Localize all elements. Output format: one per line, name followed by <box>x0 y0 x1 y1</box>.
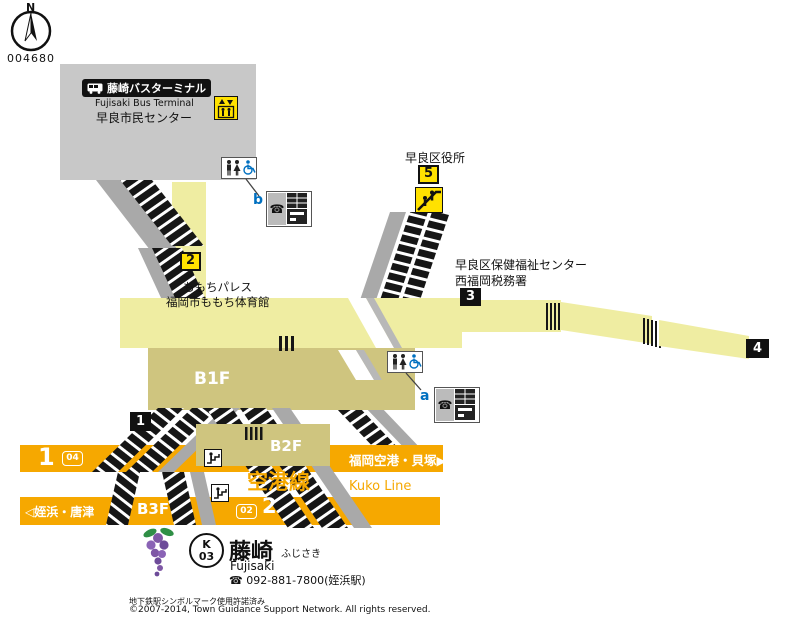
station-phone: ☎ 092-881-7800(姪浜駅) <box>229 574 366 587</box>
exit-1-badge: 1 <box>130 412 151 431</box>
concourse-b1f <box>120 298 749 410</box>
bus-terminal-label: 藤崎バスターミナル <box>82 79 211 97</box>
accessible-toilet-icon-a <box>387 351 423 373</box>
station-number: 03 <box>198 550 215 563</box>
callout-letter-a: a <box>420 388 430 404</box>
door-badge-02: 02 <box>236 504 257 519</box>
stairs-pictogram <box>204 449 222 467</box>
floor-label-b3f: B3F <box>137 500 170 518</box>
bus-icon <box>87 83 103 94</box>
compass-icon <box>10 10 52 52</box>
floor-label-b1f: B1F <box>194 369 231 389</box>
elevator-icon <box>214 96 238 120</box>
exit-5-badge: 5 <box>418 165 439 184</box>
station-name-kana: ふじさき <box>281 549 321 560</box>
floor-label-b2f: B2F <box>270 437 303 455</box>
accessible-toilet-icon-b <box>221 157 257 179</box>
stairs-pictogram <box>211 484 229 502</box>
ticket-machine-icon <box>455 405 475 420</box>
stairs-exit5 <box>360 212 450 300</box>
welfare-center-label: 早良区保健福祉センター <box>455 258 588 272</box>
platform-2-direction-label: ◁姪浜・唐津 <box>25 505 95 519</box>
station-name-en: Fujisaki <box>230 559 275 573</box>
line-name-jp: 空港線 <box>247 470 310 494</box>
phone-icon: ☎ <box>436 389 454 421</box>
momochi-gym-label: 福岡市ももち体育館 <box>166 295 270 309</box>
exit-2-badge: 2 <box>180 252 201 271</box>
exit-3-badge: 3 <box>460 288 481 306</box>
station-number-badge: K 03 <box>189 533 224 568</box>
map-code: 004680 <box>7 52 55 65</box>
platform-2-number: 2 <box>262 494 277 518</box>
escalator-icon <box>415 187 443 213</box>
door-badge-04: 04 <box>62 451 83 466</box>
tax-office-label: 西福岡税務署 <box>455 274 528 288</box>
platform-1-number: 1 <box>38 443 55 471</box>
callout-lines <box>245 178 422 391</box>
locker-icon <box>287 193 307 208</box>
copyright-note: ©2007-2014, Town Guidance Support Networ… <box>129 605 431 615</box>
locker-icon <box>455 389 475 404</box>
exit-4-badge: 4 <box>746 339 769 358</box>
amenity-panel-b: ☎ <box>266 191 312 227</box>
civic-center-label: 早良市民センター <box>96 111 193 125</box>
license-note: 地下鉄駅シンボルマーク使用許諾済み <box>129 597 265 606</box>
ward-office-label: 早良区役所 <box>405 151 466 165</box>
phone-icon: ☎ <box>268 193 286 225</box>
wisteria-icon <box>143 527 174 577</box>
stairs-upper-left <box>96 180 206 300</box>
compass-north-label: N <box>26 1 36 14</box>
station-name-jp: 藤崎 <box>229 540 274 565</box>
callout-letter-b: b <box>253 192 264 208</box>
station-line-letter: K <box>202 538 211 551</box>
platform-1-direction-label: 福岡空港・貝塚▶ <box>349 453 447 468</box>
stairs-lower-right <box>334 406 424 452</box>
momochi-palace-label: ももちパレス <box>183 280 252 294</box>
bus-terminal-label-en: Fujisaki Bus Terminal <box>95 98 194 109</box>
ticket-machine-icon <box>287 209 307 224</box>
amenity-panel-a: ☎ <box>434 387 480 423</box>
bus-terminal-label-text: 藤崎バスターミナル <box>107 82 206 95</box>
line-name-en: Kuko Line <box>349 479 412 494</box>
